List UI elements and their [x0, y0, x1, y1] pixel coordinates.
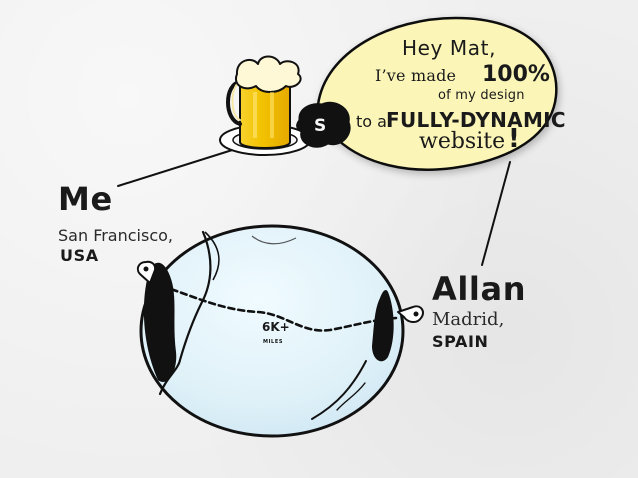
allan-city: Madrid,	[432, 309, 505, 330]
globe-icon	[139, 224, 405, 438]
distance-unit: MILES	[263, 339, 284, 345]
me-name: Me	[58, 180, 113, 218]
s-badge-letter: S	[314, 116, 327, 136]
allan-name: Allan	[432, 270, 527, 308]
me-city: San Francisco,	[58, 226, 173, 245]
bubble-line-5: website	[419, 129, 506, 154]
location-pin-icon-right	[397, 305, 424, 323]
bubble-line-4-prefix: to a	[356, 112, 387, 131]
bubble-line-2-prefix: I’ve made	[375, 66, 457, 85]
allan-connector-line	[481, 161, 511, 266]
me-connector-line	[117, 145, 246, 187]
beer-mug-icon	[219, 55, 311, 156]
bubble-line-3: of my design	[438, 88, 525, 103]
bubble-exclamation: !	[508, 124, 520, 154]
s-badge-icon	[296, 101, 351, 148]
me-country: USA	[60, 246, 99, 265]
bubble-percent: 100%	[482, 62, 550, 87]
bubble-greeting: Hey Mat,	[402, 36, 497, 60]
allan-country: SPAIN	[432, 332, 489, 351]
bubble-emphasis: FULLY-DYNAMIC	[386, 108, 566, 132]
distance-value: 6K+	[262, 320, 290, 334]
location-pin-icon-left	[136, 260, 157, 284]
